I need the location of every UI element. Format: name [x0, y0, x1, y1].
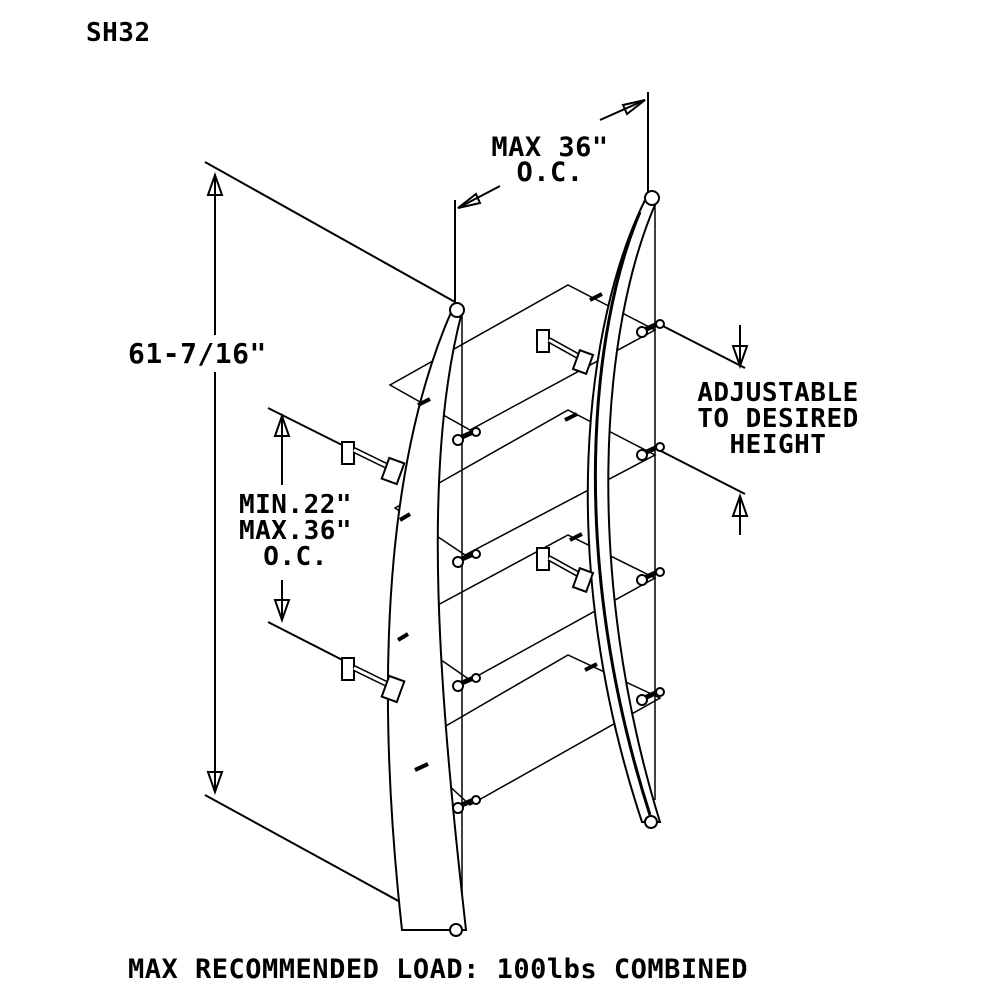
- adjustable-height-label: ADJUSTABLE TO DESIRED HEIGHT: [668, 380, 888, 458]
- adjustable-height-dimension: [654, 321, 749, 535]
- adjustable-line-3: HEIGHT: [729, 430, 827, 460]
- adjustable-line-1: ADJUSTABLE: [697, 378, 859, 408]
- glass-shelf-2: [393, 409, 657, 556]
- bracket-spacing-line-2: MAX.36": [238, 516, 353, 546]
- model-number: SH32: [86, 18, 151, 48]
- load-note: MAX RECOMMENDED LOAD: 100lbs COMBINED: [128, 954, 748, 985]
- left-curved-rail: [386, 302, 468, 937]
- wall-brackets: [341, 329, 595, 704]
- wall-bracket-right-upper: [536, 329, 595, 376]
- wall-bracket-right-lower: [536, 547, 595, 594]
- wall-bracket-left-lower: [341, 657, 406, 704]
- shelf-support-pins: [396, 292, 665, 814]
- height-label: 61-7/16": [128, 337, 267, 370]
- wall-bracket-left-upper: [341, 441, 406, 486]
- support-pin: [636, 687, 665, 706]
- support-pin: [452, 427, 481, 446]
- max-spacing-line-2: O.C.: [516, 157, 584, 188]
- glass-shelf-3: [393, 534, 657, 681]
- bracket-spacing-label: MIN.22" MAX.36" O.C.: [218, 492, 373, 570]
- max-spacing-label: MAX 36" O.C.: [470, 134, 630, 186]
- support-pin: [636, 567, 665, 586]
- right-curved-rail: [586, 190, 662, 829]
- support-pin: [452, 673, 481, 692]
- support-pin: [636, 442, 665, 461]
- max-spacing-line-1: MAX 36": [491, 132, 609, 163]
- support-pin: [636, 319, 665, 338]
- support-pin: [452, 795, 481, 814]
- support-pin: [396, 292, 603, 772]
- support-pin: [452, 549, 481, 568]
- max-width-dimension: [454, 92, 649, 302]
- adjustable-line-2: TO DESIRED: [697, 404, 859, 434]
- bracket-spacing-line-1: MIN.22": [238, 490, 353, 520]
- bracket-spacing-line-3: O.C.: [263, 542, 328, 572]
